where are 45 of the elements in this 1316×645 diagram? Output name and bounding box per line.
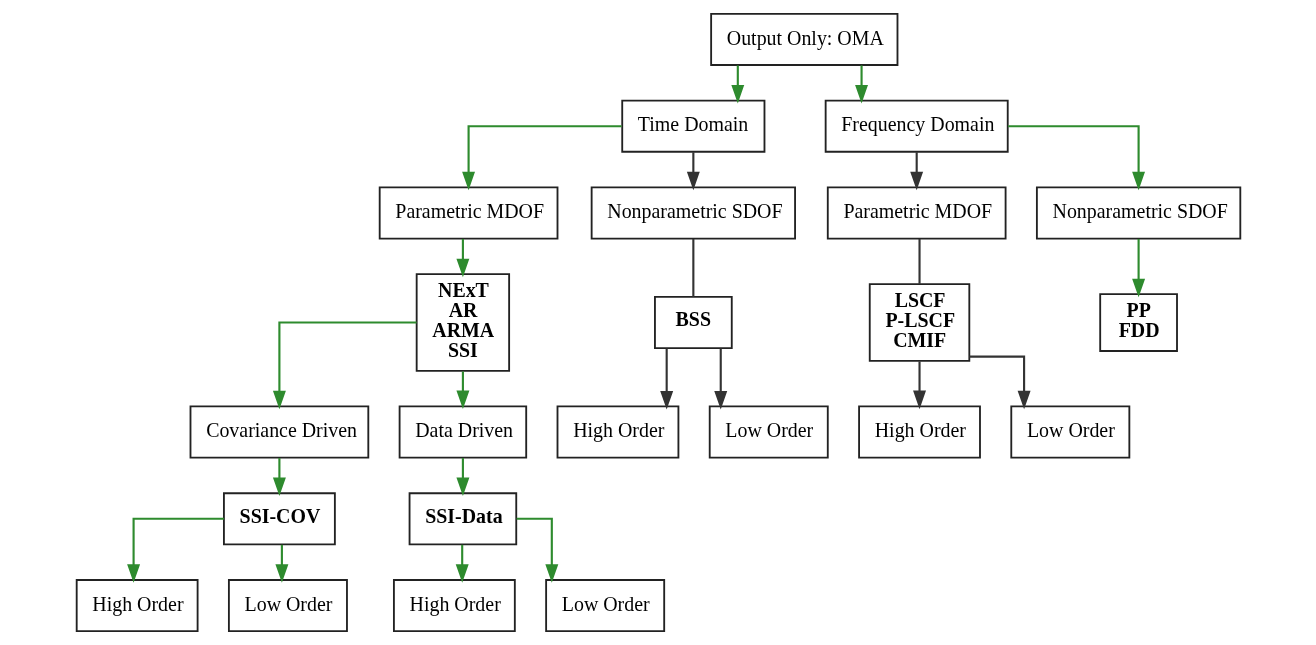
connector: [917, 238, 921, 284]
connector: [691, 238, 694, 297]
arrow: [274, 544, 288, 583]
node-box: SSI-Data: [408, 492, 517, 546]
node-box: Low Order: [227, 579, 348, 633]
node-box: Low Order: [1009, 405, 1130, 459]
arrow: [455, 458, 469, 496]
node-box: High Order: [392, 579, 516, 633]
node-box: High Order: [75, 579, 199, 633]
node-box: Data Driven: [398, 405, 527, 459]
node-box: NExT AR ARMA SSI: [415, 273, 510, 372]
node-box: High Order: [556, 405, 679, 459]
arrow: [516, 517, 558, 583]
arrow: [713, 348, 727, 410]
node-box: Nonparametric SDOF: [590, 186, 796, 240]
arrow: [1131, 238, 1145, 298]
arrow: [686, 152, 700, 191]
arrow: [455, 238, 469, 278]
node-box: Parametric MDOF: [378, 186, 558, 240]
node-box: Frequency Domain: [824, 99, 1009, 153]
arrow: [968, 355, 1031, 410]
arrow: [272, 458, 286, 496]
arrow: [126, 517, 224, 583]
node-box: Low Order: [544, 579, 665, 633]
arrow: [455, 371, 469, 410]
arrow: [730, 65, 744, 104]
arrow: [272, 321, 417, 410]
node-box: Nonparametric SDOF: [1035, 186, 1241, 240]
arrow: [1007, 125, 1145, 191]
node-box: LSCF P-LSCF CMIF: [868, 283, 970, 362]
node-box: Time Domain: [620, 99, 765, 153]
node-box: PP FDD: [1098, 293, 1178, 352]
arrow: [912, 361, 926, 410]
arrow: [659, 348, 673, 410]
node-box: High Order: [857, 405, 981, 459]
node-box: BSS: [653, 295, 733, 350]
arrow: [909, 152, 923, 191]
arrow: [455, 544, 469, 583]
node-box: Low Order: [708, 405, 829, 459]
node-box: Parametric MDOF: [826, 186, 1006, 240]
node-box: Output Only: OMA: [709, 12, 898, 66]
node-box: Covariance Driven: [189, 405, 369, 459]
arrow: [461, 125, 622, 191]
node-box: SSI-COV: [222, 492, 336, 546]
arrow: [854, 65, 868, 104]
